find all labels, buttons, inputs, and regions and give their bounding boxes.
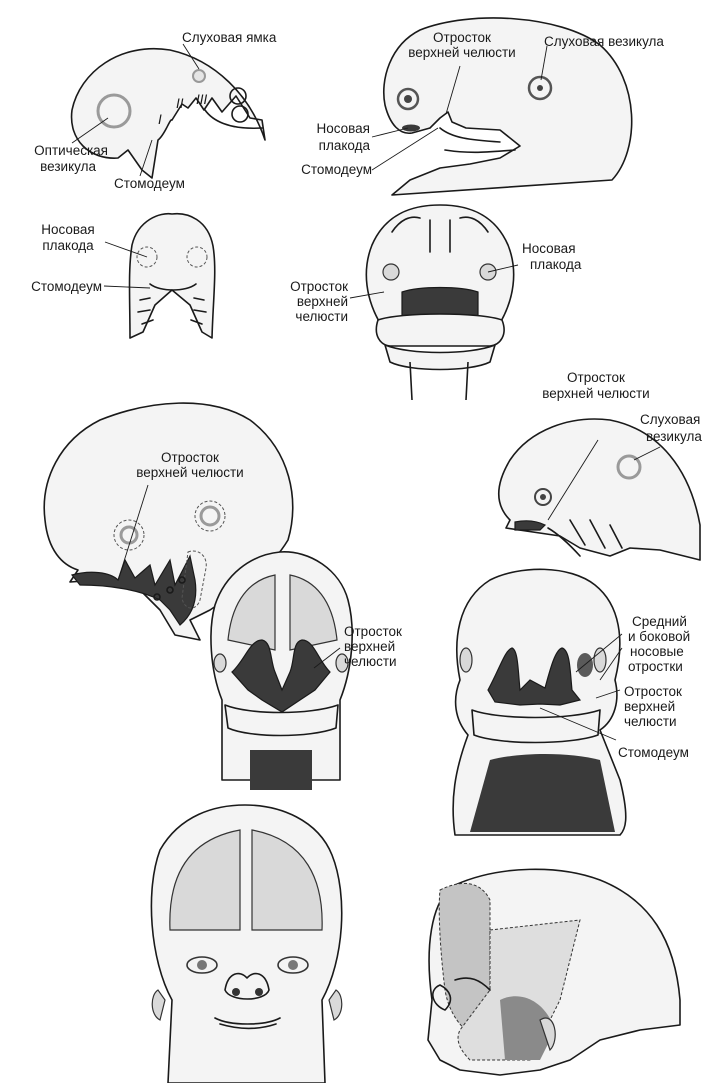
- label-p2-maxilla-2: верхней челюсти: [408, 45, 515, 60]
- panel-9-fetal-face-frontal: [151, 805, 341, 1083]
- label-p4-nasal-1: Носовая: [522, 241, 576, 256]
- panel-8-neck-dark: [470, 754, 615, 832]
- label-p4-maxilla-2: верхней: [297, 294, 348, 309]
- panel-9-nostril-right: [255, 988, 263, 996]
- label-p1-optic-1: Оптическая: [34, 143, 108, 158]
- label-p8-nasal-1: Средний: [632, 614, 687, 629]
- panel-4-frontal-nasal-placodes: Носовая плакода Отросток верхней челюсти: [290, 205, 582, 400]
- panel-9-head-outline: [151, 805, 341, 1083]
- label-p2-stomodeum: Стомодеум: [301, 162, 372, 177]
- panel-1-somite-2: [232, 106, 248, 122]
- panel-9-iris-left: [197, 960, 207, 970]
- label-p2-nasal-2: плакода: [319, 138, 371, 153]
- panel-2-arch-line: [445, 150, 515, 152]
- label-p7-maxilla-2: верхней: [344, 639, 395, 654]
- panel-9-nostril-left: [232, 988, 240, 996]
- panel-2-otic-dot: [537, 85, 543, 91]
- panel-1-otic-pit: [193, 70, 205, 82]
- label-p6-maxilla-2: верхней челюсти: [542, 386, 649, 401]
- panel-2-later-embryo-lateral: Отросток верхней челюсти Слуховая везику…: [301, 18, 664, 195]
- label-p8-nasal-4: отростки: [628, 659, 683, 674]
- label-p5-maxilla-2: верхней челюсти: [136, 465, 243, 480]
- label-p7-maxilla-1: Отросток: [344, 624, 402, 639]
- label-p5-maxilla-1: Отросток: [161, 450, 219, 465]
- label-p8-maxilla-1: Отросток: [624, 684, 682, 699]
- label-p8-nasal-3: носовые: [630, 644, 684, 659]
- label-p3-stomodeum: Стомодеум: [31, 279, 102, 294]
- label-p8-maxilla-2: верхней: [624, 699, 675, 714]
- panel-9-iris-right: [288, 960, 298, 970]
- label-p8-nasal-2: и боковой: [628, 629, 690, 644]
- label-p1-optic-2: везикула: [40, 159, 96, 174]
- panel-9-ear-left: [152, 990, 165, 1020]
- panel-10-fetal-face-lateral: [428, 869, 680, 1075]
- panel-4-nasal-placode-left: [383, 264, 399, 280]
- panel-7-frontal-maxillary: Отросток верхней челюсти: [211, 552, 402, 790]
- panel-2-nasal-placode: [402, 125, 420, 132]
- label-p1-arch-3: III: [196, 92, 208, 107]
- label-p3-nasal-1: Носовая: [41, 222, 95, 237]
- label-p2-nasal-1: Носовая: [316, 121, 370, 136]
- label-p1-arch-1: I: [158, 112, 162, 127]
- panel-2-eye-pupil: [404, 95, 412, 103]
- panel-4-mandibular-arch: [376, 314, 504, 346]
- label-p4-nasal-2: плакода: [530, 257, 582, 272]
- label-p6-maxilla-1: Отросток: [567, 370, 625, 385]
- label-p7-maxilla-3: челюсти: [344, 654, 397, 669]
- label-p8-stomodeum: Стомодеум: [618, 745, 689, 760]
- label-p6-otic-1: Слуховая: [640, 412, 700, 427]
- label-p1-stomodeum: Стомодеум: [114, 176, 185, 191]
- panel-8-frontal-nasal-processes: Средний и боковой носовые отростки Отрос…: [453, 569, 690, 835]
- panel-1-head-outline: [72, 49, 265, 178]
- label-p2-otic-vesicle: Слуховая везикула: [544, 34, 664, 49]
- panel-3-early-frontal: Носовая плакода Стомодеум: [31, 214, 215, 338]
- panel-6-eye-pupil: [540, 494, 546, 500]
- panel-9-ear-right: [329, 990, 342, 1020]
- panel-3-head-outline: [130, 214, 215, 338]
- label-p2-maxilla-1: Отросток: [433, 30, 491, 45]
- label-p4-maxilla-1: Отросток: [290, 279, 348, 294]
- panel-4-second-arch: [385, 345, 495, 370]
- label-p6-otic-2: везикула: [646, 429, 702, 444]
- panel-1-early-embryo-lateral: Слуховая ямка Оптическая везикула Стомод…: [34, 30, 277, 191]
- panel-7-head-outline: [211, 552, 352, 780]
- panel-6-lateral-otic: Отросток верхней челюсти Слуховая везику…: [499, 370, 703, 560]
- label-p1-otic-pit: Слуховая ямка: [182, 30, 277, 45]
- panel-8-ear-left: [460, 648, 472, 672]
- label-p1-arch-2: II: [176, 96, 184, 111]
- panel-7-neck-dark: [250, 750, 312, 790]
- label-p3-nasal-2: плакода: [42, 238, 94, 253]
- panel-7-eye-left: [214, 654, 226, 672]
- label-p4-maxilla-3: челюсти: [295, 309, 348, 324]
- label-p8-maxilla-3: челюсти: [624, 714, 677, 729]
